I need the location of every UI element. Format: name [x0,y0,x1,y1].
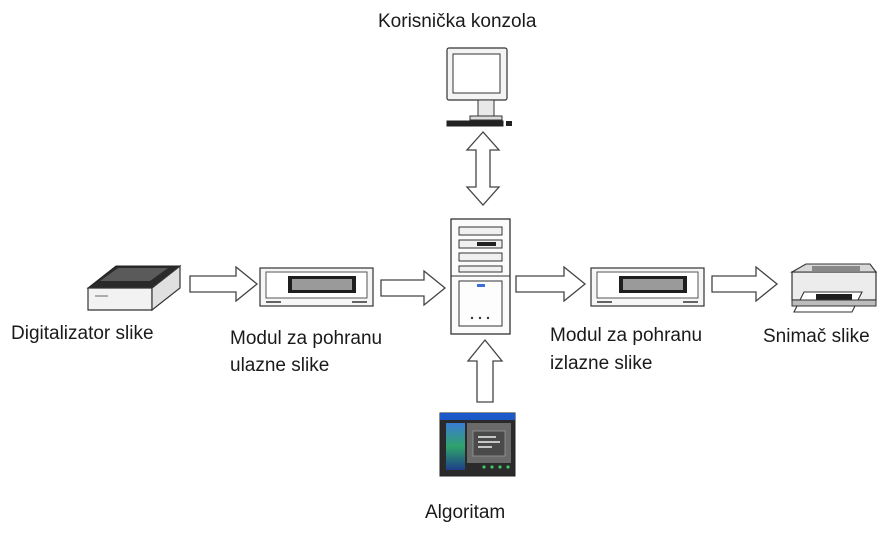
bidirectional-arrow-console [465,131,501,206]
output-storage-label-line1: Modul za pohranu [550,325,703,346]
arrow-output-storage-to-recorder [711,265,779,303]
algorithm-window-icon [439,412,516,477]
input-storage-label-line1: Modul za pohranu [230,328,383,349]
input-storage-drive-icon [259,267,374,307]
output-storage-label-line2: izlazne slike [550,353,653,374]
arrow-input-storage-to-computer [380,269,447,307]
arrow-computer-to-output-storage [515,265,587,303]
arrow-digitizer-to-input-storage [189,265,259,303]
monitor-icon [446,47,512,127]
digitizer-label: Digitalizator slike [11,323,154,344]
input-storage-label-line2: ulazne slike [230,355,330,376]
output-storage-drive-icon [590,267,705,307]
arrow-algorithm-to-computer [466,338,504,403]
printer-icon [789,263,878,313]
computer-tower-icon [450,218,511,335]
console-label: Korisnička konzola [378,11,537,32]
recorder-label: Snimač slike [763,326,870,347]
algorithm-label: Algoritam [425,502,506,523]
scanner-icon [86,264,182,312]
